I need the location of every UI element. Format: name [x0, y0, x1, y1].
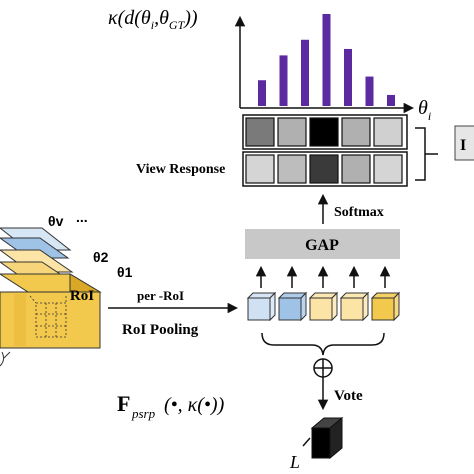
- response-row-top: [242, 114, 408, 150]
- view-response-cell: [309, 154, 339, 184]
- feature-cubes: [246, 291, 401, 322]
- feature-cube: [277, 291, 308, 322]
- view-response-cell: [245, 154, 275, 184]
- chart-bar: [258, 80, 266, 106]
- feature-brace: [261, 332, 385, 356]
- feature-to-gap-arrows: [255, 265, 391, 288]
- formula-F: F: [117, 391, 130, 416]
- chart-x-axis-label: θi: [418, 97, 431, 123]
- view-response-row-frame: [242, 151, 408, 187]
- formula-args: (•, κ(•)): [164, 394, 225, 416]
- view-response-cell: [373, 154, 403, 184]
- gap-label: GAP: [305, 237, 339, 254]
- theta-1-label: θ1: [117, 264, 133, 280]
- roi-label: RoI: [70, 288, 94, 304]
- view-response-row: [242, 151, 408, 187]
- right-partial-box: [454, 125, 474, 161]
- chart-bars: [258, 14, 395, 107]
- feature-cube: [339, 291, 370, 322]
- chart-bar: [301, 39, 309, 107]
- loss-label: L: [289, 452, 300, 472]
- right-partial-label: I: [460, 137, 466, 154]
- view-response-cell: [277, 154, 307, 184]
- chart-bar: [279, 55, 288, 106]
- feature-cube: [246, 291, 277, 322]
- view-response-cell: [341, 154, 371, 184]
- view-response-label: View Response: [136, 162, 225, 177]
- loss-hook: [302, 437, 311, 447]
- softmax-label: Softmax: [334, 205, 384, 220]
- per-roi-label: per -RoI: [137, 288, 184, 303]
- response-cell: [245, 117, 275, 147]
- roi-feature-stack: [0, 227, 102, 367]
- gap-box: [245, 229, 400, 259]
- kappa-distribution-chart: [234, 14, 415, 114]
- loss-cube: [310, 416, 344, 460]
- feature-cube: [308, 291, 339, 322]
- vote-label: Vote: [334, 388, 363, 404]
- chart-bar: [365, 76, 374, 106]
- response-cell: [309, 117, 339, 147]
- roi-pooling-label: RoI Pooling: [122, 322, 199, 338]
- response-row-frame: [242, 114, 408, 150]
- formula-subscript: psrp: [131, 406, 156, 421]
- chart-bar: [344, 48, 352, 106]
- response-cell: [341, 117, 371, 147]
- theta-2-label: θ2: [93, 249, 109, 265]
- response-cell: [277, 117, 307, 147]
- roi-grid: [35, 302, 67, 338]
- theta-v-label: θv: [48, 213, 64, 229]
- chart-title-formula: κ(d(θi,θGT)): [108, 7, 198, 32]
- feature-cube: [370, 291, 401, 322]
- right-bracket: [415, 127, 438, 181]
- chart-bar: [322, 14, 331, 106]
- theta-dots: ...: [76, 209, 88, 225]
- response-cell: [373, 117, 403, 147]
- chart-bar: [387, 94, 395, 106]
